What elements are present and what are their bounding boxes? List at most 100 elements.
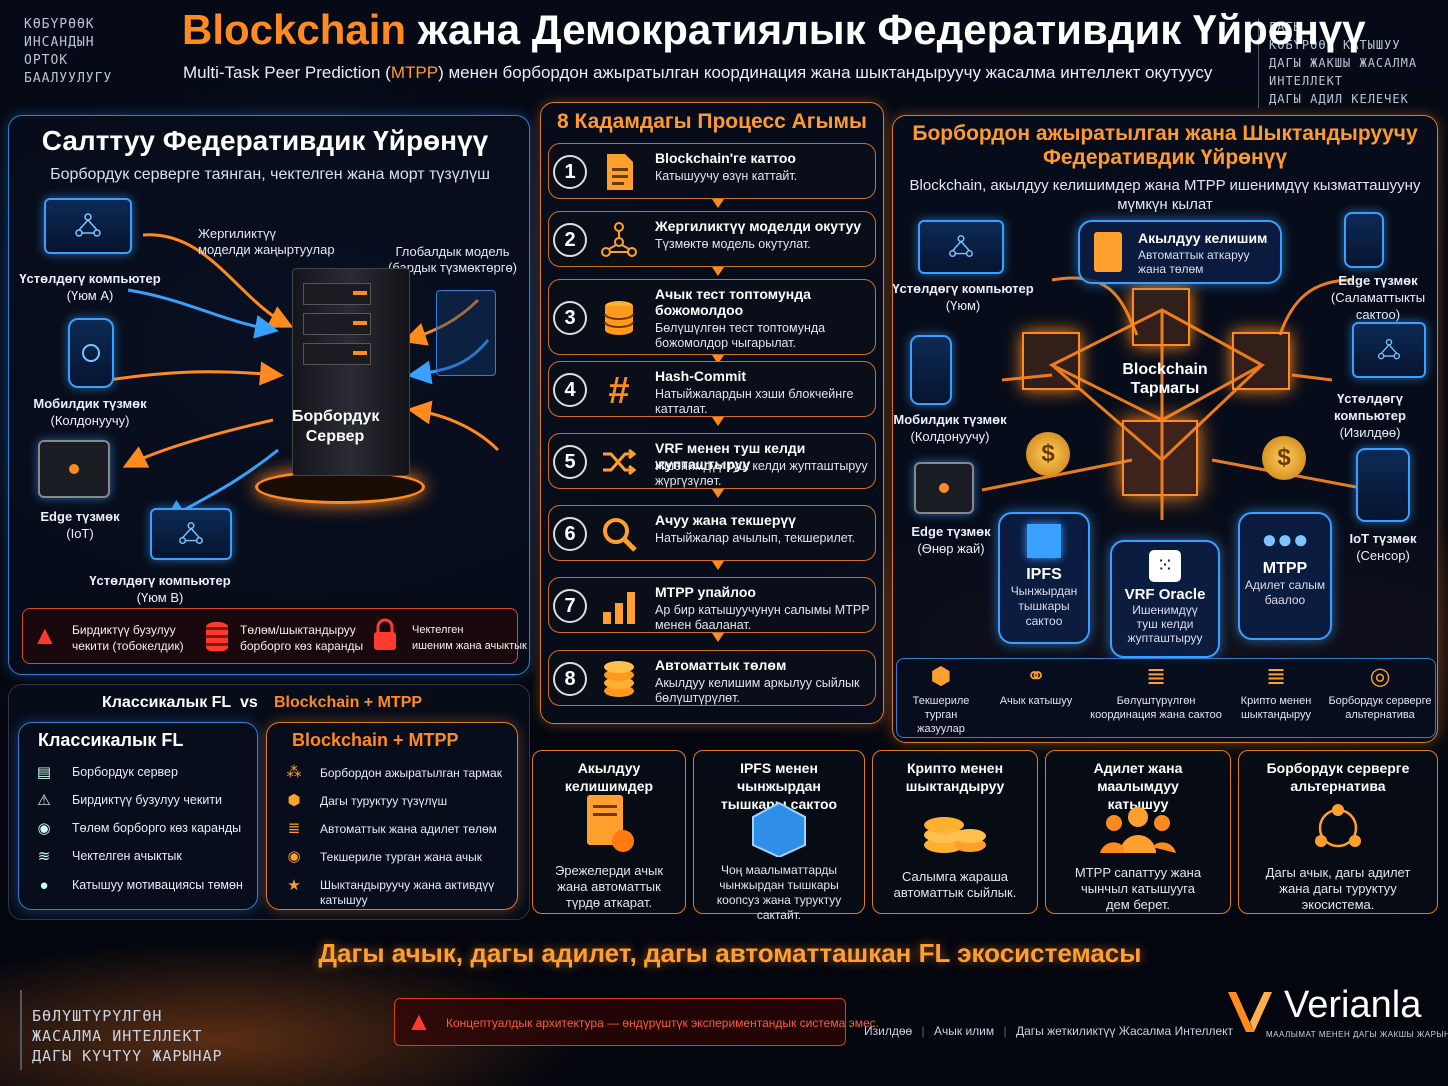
benefit-text: Ачык катышуу: [999, 695, 1073, 707]
step-arrow: [712, 417, 724, 426]
corner-line: ОРТОК: [24, 53, 69, 68]
step-number: 6: [553, 517, 587, 551]
traditional-fl-subtitle: Борбордук серверге таянган, чектелген жа…: [50, 166, 490, 183]
step-desc: Натыйжалардын хэши блокчейнге катталат.: [655, 387, 854, 416]
right-node-iot: IoT түзмөк(Сенсор): [1338, 530, 1428, 564]
step-desc: Түзмөктө модель окутулат.: [655, 237, 811, 251]
step-title: Жергиликтүү моделди окутуу: [655, 218, 862, 234]
feature-title: Акылдуу келишимдер: [564, 760, 654, 794]
service-sub: Чынжырдан тышкары сактоо: [1010, 584, 1078, 628]
corner-line: ИНСАНДЫН: [24, 35, 95, 50]
step-desc: Бөлүшүлгөн тест топтомунда божомолдор чы…: [655, 321, 826, 350]
corner-line: ДАГЫ КҮЧТҮҮ ЖАРЫНАР: [32, 1047, 223, 1065]
node-title: Мобилдик түзмөк: [33, 396, 147, 411]
classic-fl-title: Классикалык FL: [38, 730, 184, 750]
local-updates-label: Жергиликтүү моделди жаңыртуулар: [198, 226, 335, 257]
central-server-label: Борбордук Сервер: [292, 408, 380, 445]
users-icon: ●●●: [1261, 524, 1309, 554]
node-sub: (Колдонуучу): [50, 413, 130, 428]
corner-line: БААЛУУЛУГУ: [24, 71, 113, 86]
corner-bottom-left: БӨЛҮШТҮРҮЛГӨН ЖАСАЛМА ИНТЕЛЛЕКТ ДАГЫ КҮЧ…: [32, 1006, 223, 1066]
warning-text: Бирдиктүү бузулуу чекити (тобокелдик): [72, 623, 184, 653]
warning-text: Чектелген ишеним жана ачыктык: [412, 624, 527, 652]
step-arrow: [712, 199, 724, 208]
step-title: Hash-Commit: [655, 368, 747, 384]
risk-warning-box: [22, 608, 518, 664]
traditional-fl-title: Салттуу Федеративдик Үйрөнүү: [41, 125, 489, 156]
corner-line: ДАГЫ АДИЛ КЕЛЕЧЕК: [1269, 92, 1409, 106]
user-icon: ●: [39, 877, 49, 894]
feature-title: Борбордук серверге альтернатива: [1266, 760, 1410, 794]
network-icon: [599, 220, 639, 260]
verify-icon: ◉: [287, 848, 301, 865]
step-arrow: [712, 489, 724, 498]
vrf-oracle-node: ⁙ VRF Oracle Ишенимдүү туш келди жупташт…: [1110, 540, 1220, 658]
edge-device-icon: [914, 462, 974, 514]
classic-item: Төлөм борборго көз каранды: [72, 821, 242, 835]
feature-server-alternative: Борбордук серверге альтернатива Дагы ачы…: [1238, 750, 1438, 914]
globe-icon: ◎: [1369, 663, 1391, 690]
feature-desc: MTPP сапаттуу жана чынчыл катышууга дем …: [1074, 865, 1202, 912]
corner-line: КӨБҮРӨӨК: [24, 17, 95, 32]
divider: [20, 990, 22, 1070]
benefit-item: ⬢Текшериле турган жазуулар: [898, 660, 984, 736]
bottom-banner: Дагы ачык, дагы адилет, дагы автоматташк…: [318, 938, 1142, 968]
blockchain-mtpp-card: [266, 722, 518, 910]
step-number: 3: [553, 301, 587, 335]
compare-header-classic: Классикалык FL: [102, 694, 232, 711]
database-icon: [206, 622, 228, 652]
footer-link[interactable]: Изилдөө: [864, 1024, 913, 1038]
coin-icon: $: [1262, 436, 1306, 480]
cube-icon: [1027, 524, 1061, 558]
right-node-desktop-research: Үстөлдөгү компьютер(Изилдөө): [1300, 390, 1440, 441]
mtpp-node: ●●● MTPP Адилет салым баалоо: [1238, 512, 1332, 640]
bc-item: Текшериле турган жана ачык: [320, 850, 483, 864]
database-icon: ≣: [1145, 663, 1167, 690]
service-title: MTPP: [1262, 560, 1308, 577]
feature-desc: Дагы ачык, дагы адилет жана дагы турукту…: [1265, 865, 1411, 912]
step-title: Автоматтык төлөм: [655, 657, 787, 673]
step-number: 7: [553, 589, 587, 623]
global-model-label: Глобалдык модель (бардык түзмөктөргө): [388, 244, 517, 275]
node-title: Үстөлдөгү компьютер: [892, 281, 1034, 296]
server-icon: [292, 268, 410, 476]
node-sub: (Саламаттыкты сактоо): [1330, 290, 1426, 322]
coin-icon: $: [1026, 432, 1070, 476]
decentralized-fl-subtitle: Blockchain, акылдуу келишимдер жана MTPP…: [909, 177, 1421, 213]
footer-link[interactable]: Ачык илим: [934, 1024, 995, 1038]
bc-item: Дагы туруктуу түзүлүш: [320, 794, 448, 808]
ipfs-node: IPFS Чынжырдан тышкары сактоо: [998, 512, 1090, 644]
decentralized-fl-title: Борбордон ажыратылган жана Шыктандыруучу…: [912, 122, 1418, 169]
node-title: Үстөлдөгү компьютер: [1334, 391, 1406, 423]
coins-icon: [599, 659, 639, 699]
compare-header-blockchain: Blockchain + MTPP: [274, 694, 423, 711]
right-node-edge-health: Edge түзмөк(Саламаттыкты сактоо): [1318, 272, 1438, 323]
footer-link[interactable]: Дагы жеткиликтүү Жасалма Интеллект: [1015, 1024, 1234, 1038]
corner-line: ДАГЫ: [1269, 20, 1302, 34]
handshake-icon: ⚭: [1025, 663, 1047, 690]
smart-contract-node: Акылдуу келишим Автоматтык аткаруу жана …: [1078, 220, 1282, 284]
benefit-text: Текшериле турган жазуулар: [912, 695, 970, 735]
shield-icon: ⬢: [287, 792, 301, 809]
laptop-icon: [1352, 322, 1426, 378]
title-rest: жана Демократиялык Федеративдик Үйрөнүү: [406, 6, 1366, 53]
network-icon: ⁂: [286, 764, 302, 781]
layers-icon: ≋: [37, 848, 51, 865]
classic-item: Бирдиктүү бузулуу чекити: [72, 793, 223, 807]
warning-icon: ▲: [32, 620, 58, 650]
warning-text: Төлөм/шыктандыруу борборго көз каранды: [240, 623, 364, 653]
node-title: Үстөлдөгү компьютер: [19, 271, 161, 286]
benefit-text: Борбордук серверге альтернатива: [1328, 695, 1432, 721]
data-panel-icon: [436, 290, 496, 376]
node-sub: (Колдонуучу): [910, 429, 990, 444]
contract-title: Акылдуу келишим: [1138, 230, 1268, 246]
search-icon: [599, 514, 639, 554]
node-sub: (Үюм А): [66, 288, 114, 303]
node-sub: (Үюм): [945, 298, 981, 313]
step-arrow: [712, 267, 724, 276]
brand-tagline: МААЛЫМАТ МЕНЕН ДАГЫ ЖАКШЫ ЖАРЫНАР: [1266, 1030, 1448, 1039]
